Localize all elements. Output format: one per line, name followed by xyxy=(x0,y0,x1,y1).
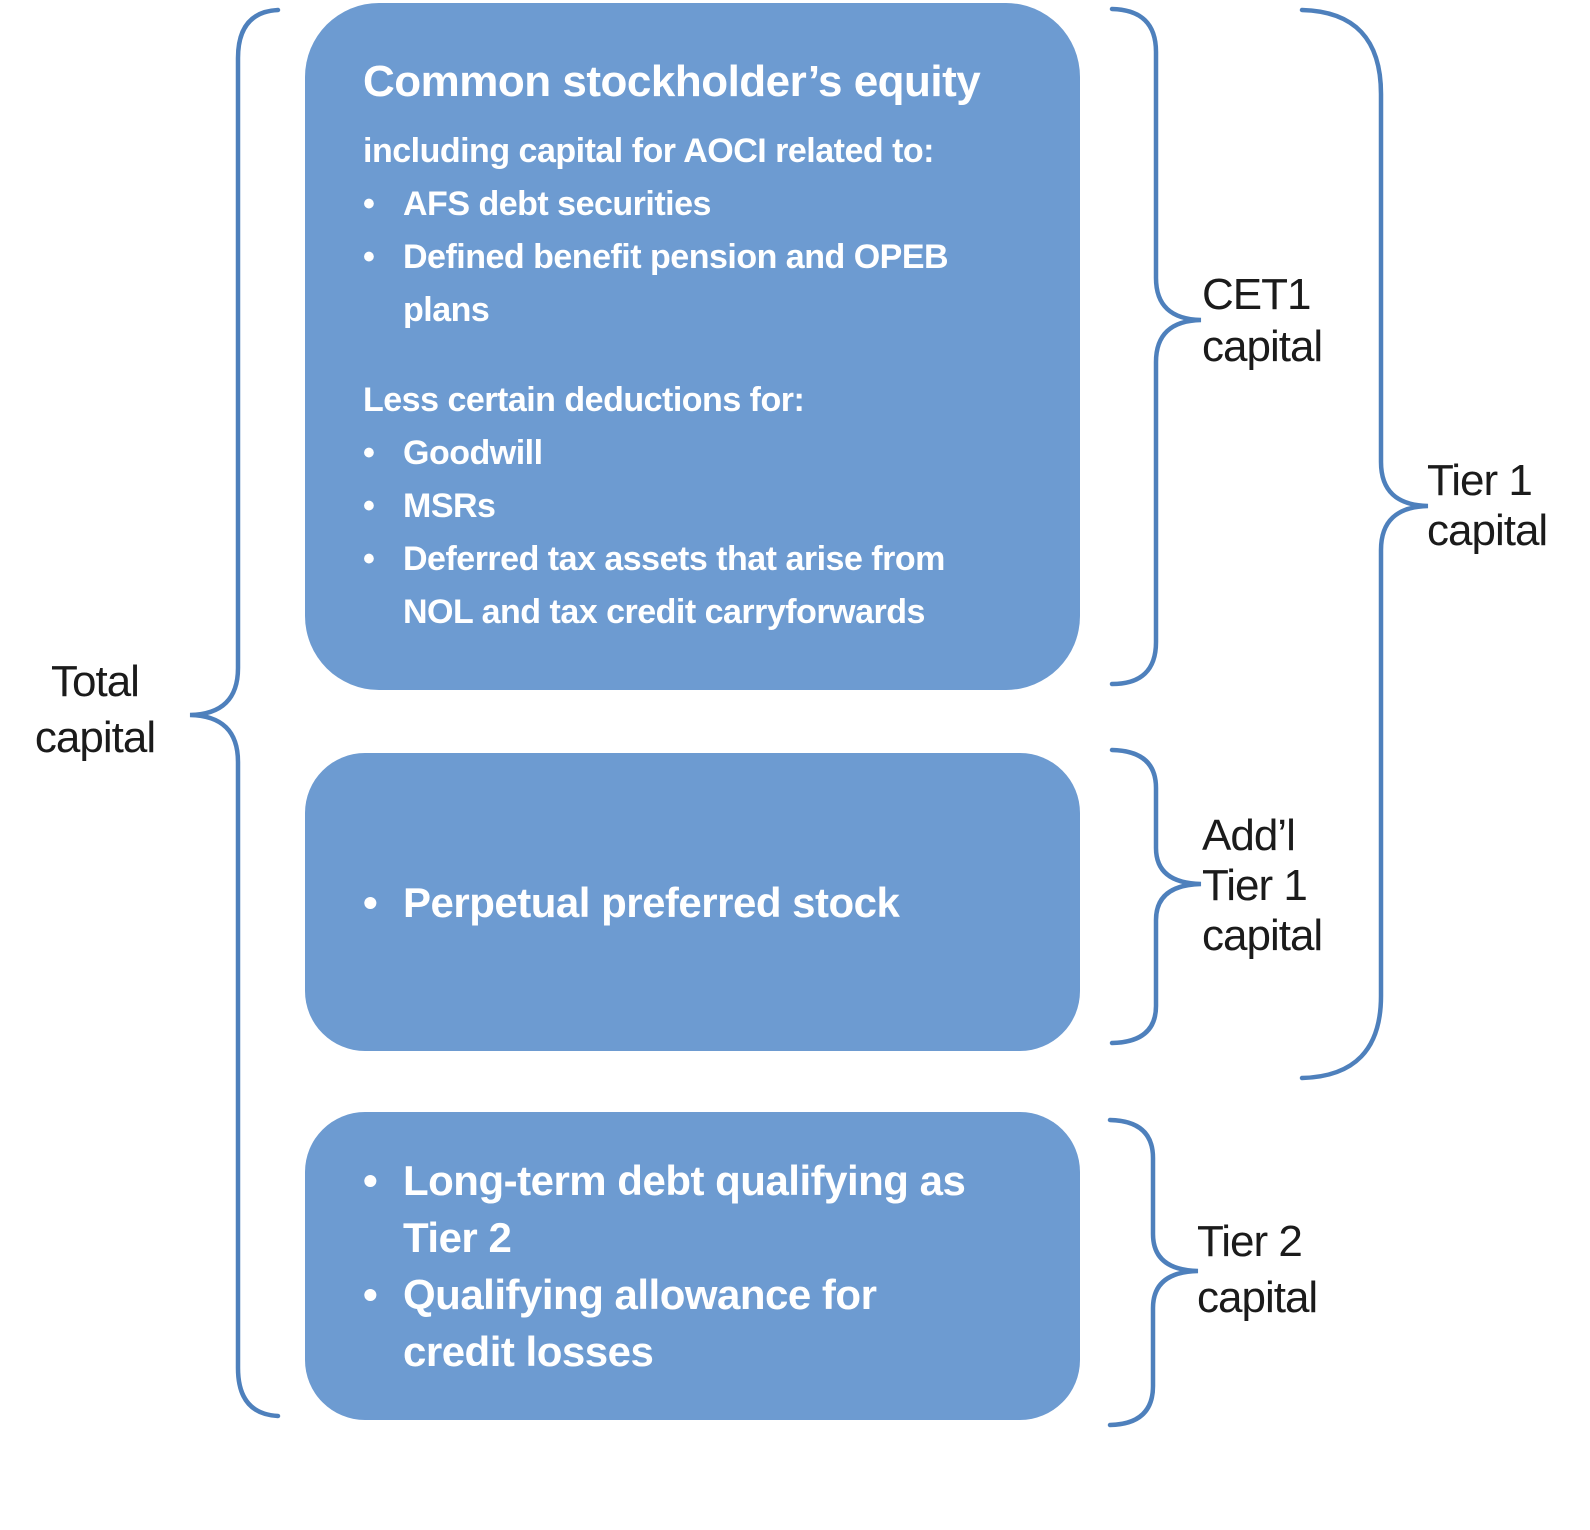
addl-tier1-items-list: Perpetual preferred stock xyxy=(363,874,900,931)
list-item: AFS debt securities xyxy=(363,178,1050,231)
tier2-components-box: Long-term debt qualifying as Tier 2Quali… xyxy=(305,1112,1080,1420)
cet1-capital-label: CET1 capital xyxy=(1202,270,1323,371)
list-item: Deferred tax assets that arise from NOL … xyxy=(363,533,1050,639)
aoci-items-list: AFS debt securitiesDefined benefit pensi… xyxy=(363,178,1050,337)
list-item: Perpetual preferred stock xyxy=(363,874,900,931)
tier2-capital-label: Tier 2 capital xyxy=(1197,1217,1318,1322)
deduction-items-list: GoodwillMSRsDeferred tax assets that ari… xyxy=(363,427,1050,639)
aoci-subtitle: including capital for AOCI related to: xyxy=(363,132,935,170)
cet1-capital-brace xyxy=(1109,6,1202,687)
addl-tier1-capital-label: Add’l Tier 1 capital xyxy=(1202,811,1323,960)
tier1-capital-label: Tier 1 capital xyxy=(1427,456,1548,555)
list-item: Qualifying allowance for credit losses xyxy=(363,1266,965,1380)
tier2-items-list: Long-term debt qualifying as Tier 2Quali… xyxy=(363,1152,966,1380)
cet1-components-box: Common stockholder’s equity including ca… xyxy=(305,3,1080,690)
addl-tier1-components-box: Perpetual preferred stock xyxy=(305,753,1080,1051)
list-item: Defined benefit pension and OPEB plans xyxy=(363,231,1050,337)
tier2-capital-brace xyxy=(1107,1117,1199,1428)
deductions-heading: Less certain deductions for: xyxy=(363,381,805,419)
tier1-capital-brace xyxy=(1299,7,1429,1081)
list-item: Long-term debt qualifying as Tier 2 xyxy=(363,1152,966,1266)
addl-tier1-capital-brace xyxy=(1109,747,1202,1046)
list-item: MSRs xyxy=(363,480,1050,533)
total-capital-label: Total capital xyxy=(34,657,156,762)
list-item: Goodwill xyxy=(363,427,1050,480)
cet1-box-title: Common stockholder’s equity xyxy=(363,57,981,106)
total-capital-brace xyxy=(189,7,281,1419)
